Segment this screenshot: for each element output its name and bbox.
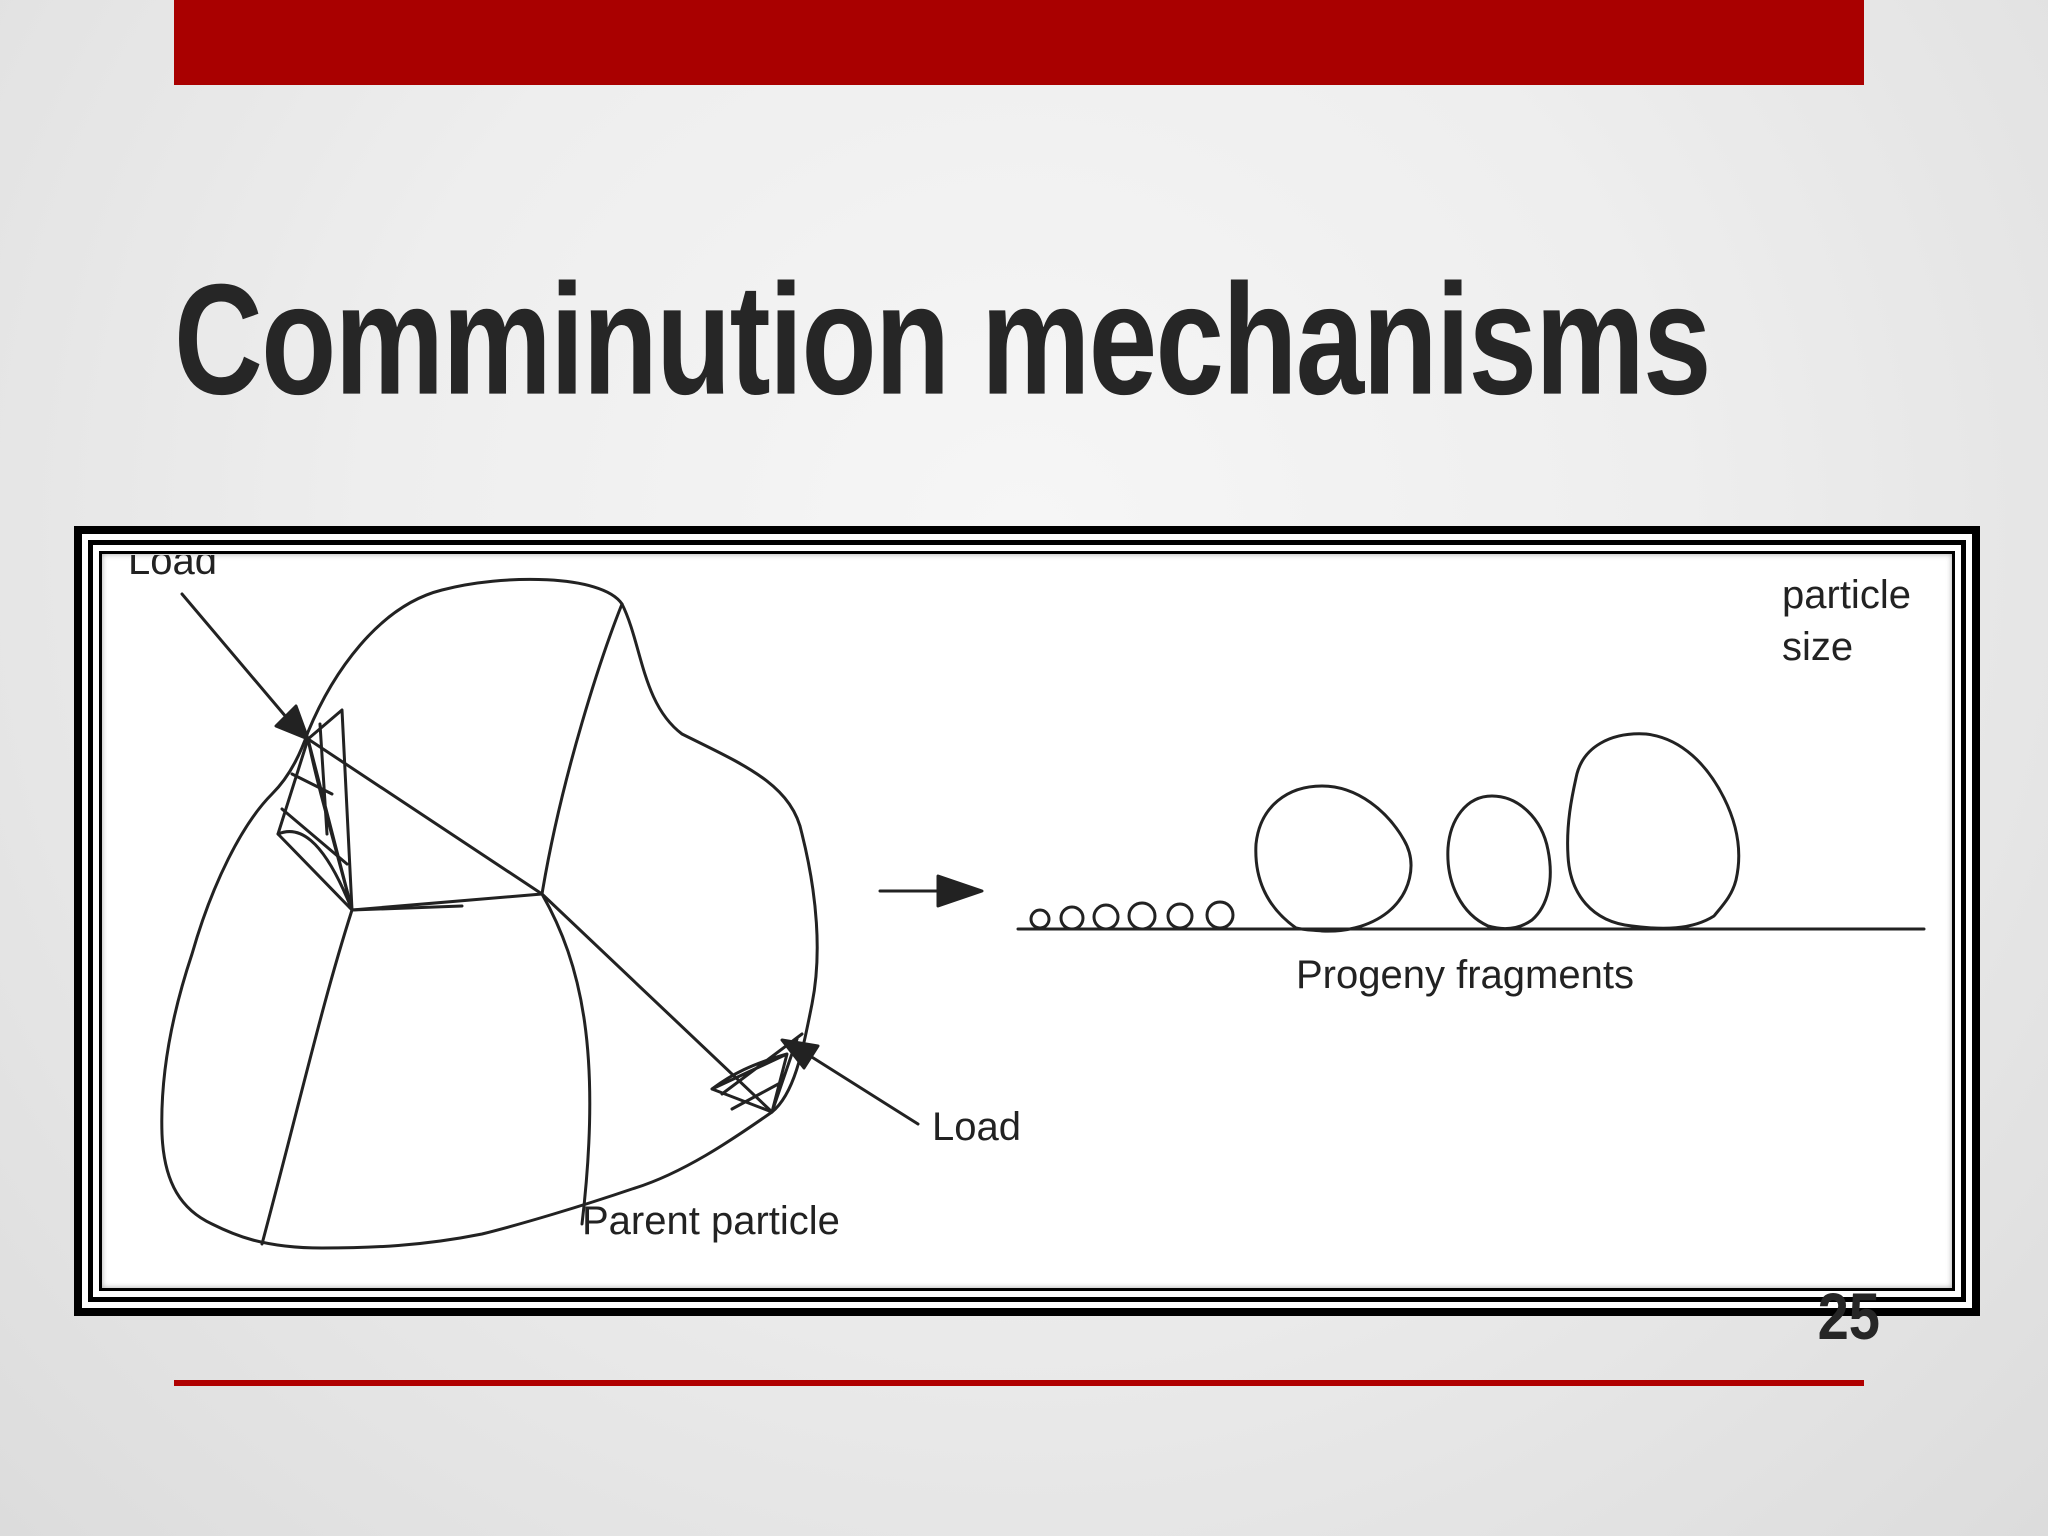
label-cut-top-middle: Particle size: [1344, 534, 1560, 559]
top-accent-bar: [174, 0, 1864, 85]
load-arrow-top-head: [274, 704, 310, 741]
load-arrow-top-shaft: [180, 592, 294, 726]
crush-zone-bottom: [710, 1032, 804, 1114]
label-parent-particle: Parent particle: [582, 1199, 840, 1243]
fragment-large-3: [1566, 732, 1741, 930]
fragment-small-6: [1205, 900, 1235, 930]
label-load-top: Load: [128, 539, 217, 583]
frame-border-inner: [88, 540, 1966, 1302]
top-arrow-left-head: [898, 534, 928, 552]
label-load-bottom: Load: [932, 1105, 1021, 1149]
label-cut-top-right: Parent: [1782, 534, 1900, 559]
label-parent-particle-size-line2: size: [1782, 625, 1853, 669]
fragment-large-1: [1254, 784, 1413, 933]
comminution-diagram: Load Load Parent particle Progeny fragme…: [128, 534, 1926, 1250]
top-arrow-right-head: [1708, 534, 1738, 552]
slide-title: Comminution mechanisms: [174, 250, 1711, 428]
load-arrow-bottom-head: [780, 1038, 820, 1070]
bottom-accent-line: [174, 1380, 1864, 1386]
fracture-line-upper: [350, 892, 544, 912]
fracture-line-right-arc: [540, 602, 624, 896]
fracture-line-middle: [350, 904, 464, 912]
fracture-line-left-vertical: [260, 908, 354, 1246]
fragment-large-2: [1446, 794, 1552, 930]
transition-arrow-head: [936, 874, 984, 908]
fragment-small-3: [1092, 903, 1120, 931]
fragment-small-4: [1127, 901, 1157, 931]
crush-zone-top-detail: [276, 737, 354, 912]
label-cut-top-left: Particle size: [542, 534, 758, 559]
label-progeny-fragments: Progeny fragments: [1296, 953, 1634, 997]
crush-zone-top: [276, 708, 354, 912]
figure-frame: Load Load Parent particle Progeny fragme…: [74, 526, 1980, 1316]
parent-particle-outline: [160, 577, 819, 1250]
frame-border-innermost: [99, 551, 1955, 1291]
slide-number: 25: [1817, 1279, 1880, 1353]
fracture-line-diagonal: [306, 737, 774, 1114]
fragment-small-5: [1166, 902, 1194, 930]
load-arrow-bottom-shaft: [805, 1052, 920, 1126]
fragment-small-1: [1029, 908, 1051, 930]
fragment-small-2: [1059, 905, 1085, 931]
fracture-line-lower: [540, 892, 592, 1226]
label-parent-particle-size-line1: particle: [1782, 573, 1911, 617]
